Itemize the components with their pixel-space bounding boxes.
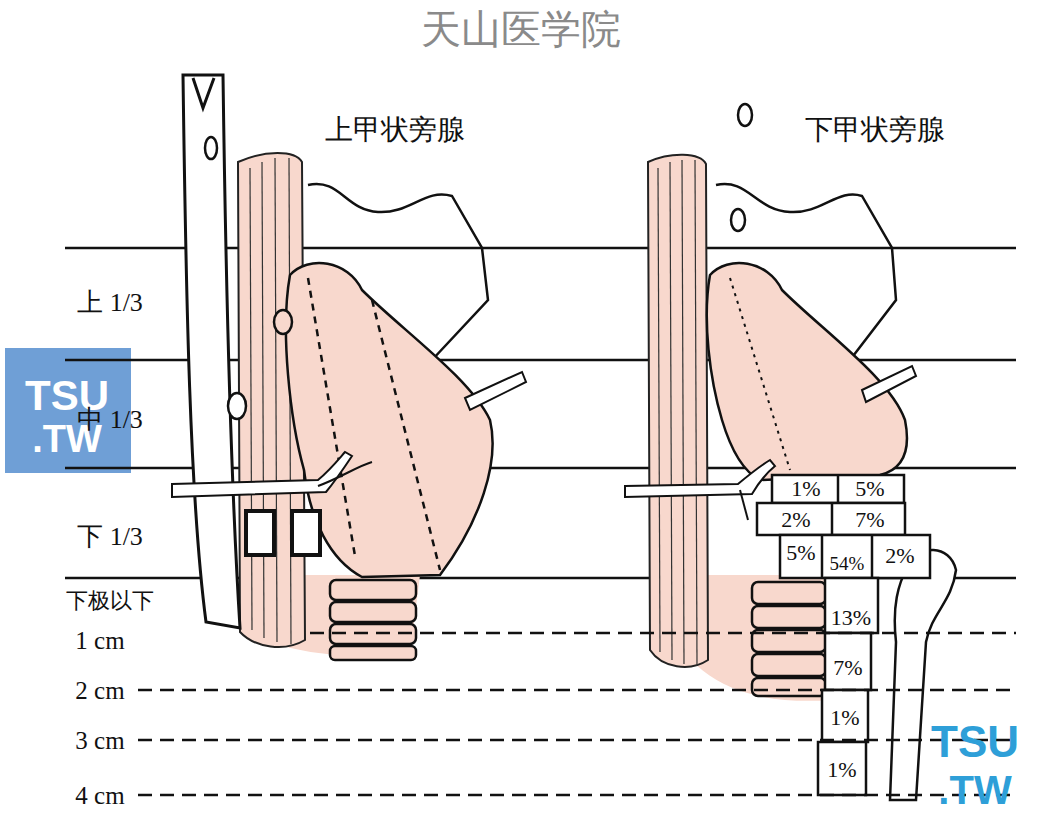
percent-value: 54% — [829, 554, 866, 573]
distance-label: 1 cm — [75, 627, 124, 655]
gland-heading: 上甲状旁腺 — [325, 115, 465, 146]
distance-label: 4 cm — [75, 782, 124, 810]
percent-value: 1% — [829, 707, 860, 729]
percent-value: 1% — [826, 759, 857, 781]
right-figure — [625, 104, 956, 800]
distance-label: 2 cm — [75, 677, 124, 705]
percent-value: 7% — [854, 509, 885, 531]
distance-lines — [138, 633, 1016, 795]
level-label: 下 1/3 — [77, 523, 143, 552]
percent-value: 2% — [780, 509, 811, 531]
watermark-title: 天山医学院 — [421, 8, 621, 52]
watermark: TSU — [931, 718, 1019, 766]
percent-value: 7% — [832, 657, 863, 679]
gland-heading: 下甲状旁腺 — [805, 115, 945, 146]
percent-value: 5% — [785, 542, 816, 564]
percent-value: 5% — [854, 478, 885, 500]
watermark: .TW — [938, 768, 1011, 812]
level-label: 上 1/3 — [77, 289, 143, 318]
distance-label: 3 cm — [75, 727, 124, 755]
level-label: 中 1/3 — [77, 406, 143, 435]
percent-value: 13% — [830, 607, 872, 629]
percent-value: 1% — [790, 478, 821, 500]
left-figure — [172, 75, 526, 660]
percent-value: 2% — [884, 545, 915, 567]
level-label: 下极以下 — [66, 589, 154, 613]
